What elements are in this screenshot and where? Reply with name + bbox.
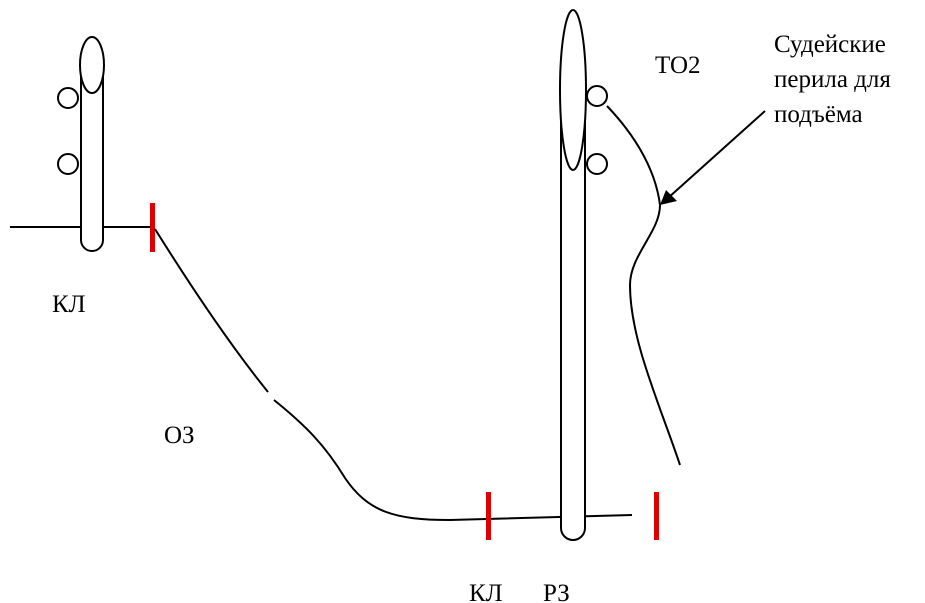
right-anchor-label: КЛ xyxy=(469,580,503,603)
judge-rope-pointer-arrow xyxy=(660,110,766,205)
right-tree-top-loop xyxy=(559,9,587,171)
stage-label: ТО2 xyxy=(655,52,701,79)
left-tree-top-loop xyxy=(79,36,105,94)
judge-rope-label-line1: Судейские xyxy=(774,31,886,58)
judge-ascent-rope xyxy=(606,105,681,466)
right-red-marker-lower xyxy=(486,492,491,540)
right-carabiner-upper xyxy=(586,85,608,107)
left-anchor-label: КЛ xyxy=(52,291,86,318)
judge-rope-label-line2: перила для xyxy=(774,66,891,93)
descent-rope-lower-segment xyxy=(273,399,633,522)
pointer-arrowhead xyxy=(660,190,677,205)
left-tree xyxy=(10,36,155,252)
left-carabiner-lower xyxy=(57,153,79,175)
lower-zone-label: ОЗ xyxy=(164,422,195,449)
descent-rope-upper-segment xyxy=(154,228,269,393)
left-red-marker xyxy=(150,203,155,252)
descent-rope xyxy=(154,228,659,540)
pointer-arrow-shaft xyxy=(667,110,766,199)
work-zone-label: РЗ xyxy=(543,580,570,603)
right-tree xyxy=(559,9,608,541)
right-carabiner-lower xyxy=(586,153,608,175)
judge-rope-label-line3: подъёма xyxy=(774,101,863,128)
right-red-marker-end xyxy=(654,492,659,540)
left-carabiner-upper xyxy=(57,87,79,109)
